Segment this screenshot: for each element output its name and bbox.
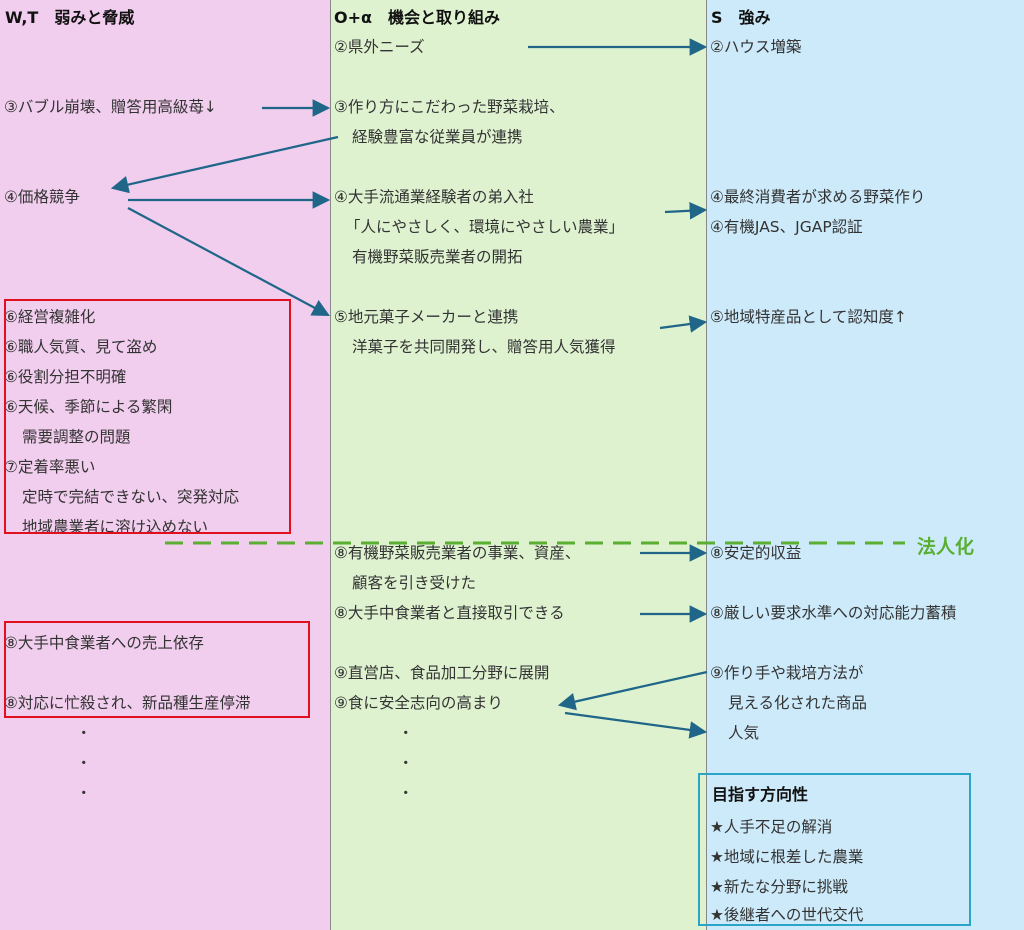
- weak-item: ⑥経営複雑化: [4, 308, 96, 326]
- header-o: O+α 機会と取り組み: [334, 8, 501, 27]
- weak-item: ④価格競争: [4, 188, 80, 206]
- weak-item: ⑥役割分担不明確: [4, 368, 127, 386]
- weak-item: ⑥職人気質、見て盗め: [4, 338, 158, 356]
- weak-item: 定時で完結できない、突発対応: [22, 488, 240, 506]
- str-item: ⑨作り手や栽培方法が: [710, 664, 864, 682]
- opp-item: 「人にやさしく、環境にやさしい農業」: [345, 218, 625, 236]
- opportunity-column: [330, 0, 707, 930]
- str-item: 見える化された商品: [728, 694, 868, 712]
- str-item: ⑧安定的収益: [710, 544, 802, 562]
- opp-item: ④大手流通業経験者の弟入社: [334, 188, 534, 206]
- opp-item: 有機野菜販売業者の開拓: [352, 248, 523, 266]
- header-s: S 強み: [711, 8, 771, 27]
- str-item: ⑧厳しい要求水準への対応能力蓄積: [710, 604, 957, 622]
- weak-item: ⑧対応に忙殺され、新品種生産停滞: [4, 694, 251, 712]
- dot: ・: [398, 754, 414, 772]
- opp-item: 顧客を引き受けた: [352, 574, 477, 592]
- str-item: 人気: [728, 724, 760, 742]
- weak-item: ③バブル崩壊、贈答用高級苺↓: [4, 98, 217, 116]
- opp-item: 経験豊富な従業員が連携: [352, 128, 523, 146]
- weakness-group-box: [4, 299, 291, 534]
- str-item: ④最終消費者が求める野菜作り: [710, 188, 926, 206]
- str-item: ⑤地域特産品として認知度↑: [710, 308, 907, 326]
- weak-item: 需要調整の問題: [22, 428, 131, 446]
- header-wt: W,T 弱みと脅威: [5, 8, 135, 27]
- strength-column: [707, 0, 1024, 930]
- opp-item: ⑤地元菓子メーカーと連携: [334, 308, 519, 326]
- dot: ・: [76, 754, 92, 772]
- opp-item: ⑧大手中食業者と直接取引できる: [334, 604, 565, 622]
- opp-item: ③作り方にこだわった野菜栽培、: [334, 98, 565, 116]
- opp-item: ⑧有機野菜販売業者の事業、資産、: [334, 544, 581, 562]
- direction-item: ★地域に根差した農業: [710, 848, 864, 866]
- opp-item: ②県外ニーズ: [334, 38, 425, 56]
- opp-item: ⑨食に安全志向の高まり: [334, 694, 503, 712]
- incorporation-label: 法人化: [917, 536, 975, 558]
- dot: ・: [398, 784, 414, 802]
- opp-item: 洋菓子を共同開発し、贈答用人気獲得: [352, 338, 616, 356]
- str-item: ④有機JAS、JGAP認証: [710, 218, 863, 236]
- arrow: [110, 135, 339, 194]
- direction-item: ★人手不足の解消: [710, 818, 833, 836]
- direction-title: 目指す方向性: [712, 785, 809, 804]
- direction-item: ★後継者への世代交代: [710, 906, 864, 924]
- opp-item: ⑨直営店、食品加工分野に展開: [334, 664, 550, 682]
- arrow: [564, 711, 708, 739]
- direction-item: ★新たな分野に挑戦: [710, 878, 848, 896]
- str-item: ②ハウス増築: [710, 38, 802, 56]
- arrow: [557, 670, 708, 711]
- arrow: [659, 315, 708, 333]
- weak-item: ⑥天候、季節による繁閑: [4, 398, 173, 416]
- threat-group-box: [4, 621, 310, 718]
- dot: ・: [76, 784, 92, 802]
- weak-item: 地域農業者に溶け込めない: [22, 518, 209, 536]
- weak-item: ⑧大手中食業者への売上依存: [4, 634, 204, 652]
- arrow: [664, 201, 708, 220]
- weak-item: ⑦定着率悪い: [4, 458, 96, 476]
- dot: ・: [398, 724, 414, 742]
- weakness-threat-column: [0, 0, 330, 930]
- dot: ・: [76, 724, 92, 742]
- direction-box: 目指す方向性 ★人手不足の解消 ★地域に根差した農業 ★新たな分野に挑戦 ★後継…: [698, 773, 971, 926]
- arrow: [127, 207, 330, 317]
